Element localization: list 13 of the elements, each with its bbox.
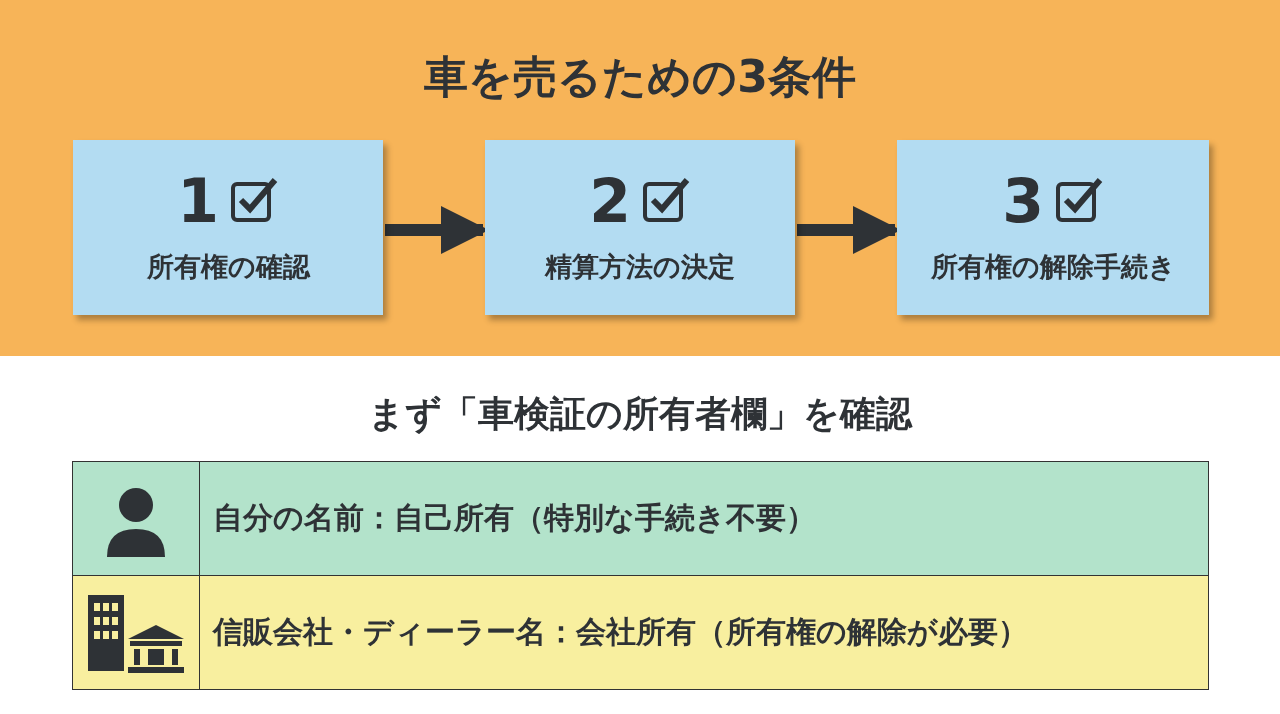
step-number: 1	[177, 170, 219, 231]
title: 車を売るための3条件	[423, 50, 857, 104]
table-cell-text: 自分の名前：自己所有（特別な手続き不要）	[213, 499, 816, 537]
step-label: 精算方法の決定	[545, 249, 735, 284]
subtitle: まず「車検証の所有者欄」を確認	[367, 392, 914, 436]
step-box	[897, 140, 1209, 315]
step-number: 2	[589, 170, 631, 231]
step-box	[485, 140, 795, 315]
step-label: 所有権の解除手続き	[930, 249, 1176, 284]
step-number: 3	[1002, 170, 1044, 231]
table-cell-text: 信販会社・ディーラー名：会社所有（所有権の解除が必要）	[213, 613, 1028, 651]
step-label: 所有権の確認	[146, 249, 310, 284]
step-box	[73, 140, 383, 315]
